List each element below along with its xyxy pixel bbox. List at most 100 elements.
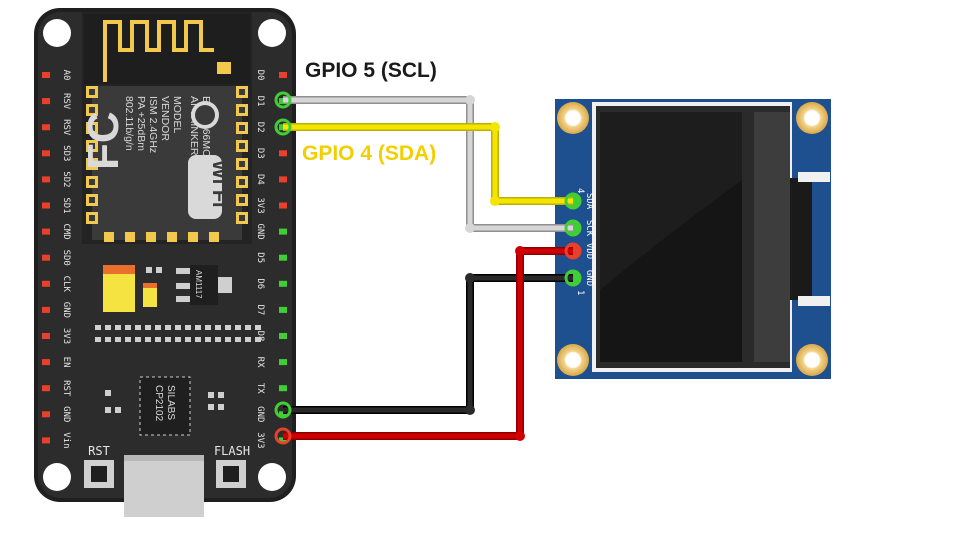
right-pin-label: TX — [255, 383, 265, 394]
fcc-logo: FC — [79, 111, 128, 170]
right-pin-label: D4 — [255, 174, 265, 185]
svg-text:AM1117: AM1117 — [194, 270, 203, 299]
module-pad — [146, 232, 156, 242]
rst-label: RST — [88, 444, 110, 458]
left-pin-rsv — [42, 124, 50, 131]
flash-label: FLASH — [214, 444, 250, 458]
left-pin-label: 3V3 — [61, 328, 71, 344]
rst-button[interactable]: RST — [84, 444, 114, 488]
mounting-hole — [557, 102, 589, 134]
pin-connection — [274, 427, 292, 445]
wifi-logo: Wi Fi — [188, 155, 230, 219]
left-pin-label: GND — [61, 406, 71, 422]
left-pin-label: CMD — [61, 223, 71, 239]
left-pin-cmd — [42, 228, 50, 235]
right-pin-label: D5 — [255, 252, 265, 263]
right-pin-3v3 — [279, 202, 287, 209]
right-pin-rx — [279, 359, 287, 366]
mounting-hole — [796, 344, 828, 376]
right-pin-gnd — [279, 228, 287, 235]
right-pin-label: D2 — [255, 122, 265, 133]
svg-text:SILABS: SILABS — [165, 385, 176, 420]
left-pin-label: RSV — [61, 93, 71, 110]
svg-text:CP2102: CP2102 — [153, 385, 164, 422]
module-pad — [167, 232, 177, 242]
esp8266-module: FC MODEL VENDOR ISM 2.4GHz PA +25dBm 802… — [79, 12, 252, 244]
module-text-6: 802.11b/g/n — [123, 96, 135, 151]
left-pin-label: CLK — [61, 276, 71, 293]
pin-connection — [274, 118, 292, 136]
pin-connection — [564, 242, 582, 260]
left-pin-label: RST — [61, 380, 71, 397]
left-pin-en — [42, 359, 50, 366]
oled-pin4-mark: 4 — [575, 188, 585, 193]
right-pin-d4 — [279, 176, 287, 183]
right-pin-label: GND — [255, 223, 265, 239]
pin-connection — [274, 401, 292, 419]
left-pin-header — [42, 72, 50, 444]
mounting-hole — [258, 463, 286, 491]
left-pin-rst — [42, 385, 50, 392]
pin-connection — [564, 219, 582, 237]
right-pin-label: D7 — [255, 304, 265, 315]
mounting-hole — [796, 102, 828, 134]
right-pin-label: D1 — [255, 96, 265, 107]
oled-pin-label: SDA — [584, 193, 594, 210]
module-text-2: VENDOR — [159, 96, 171, 141]
right-pin-3v3 — [279, 437, 287, 444]
left-pin-a0 — [42, 72, 50, 78]
left-pin-label: Vin — [61, 432, 71, 448]
module-text-5: PA +25dBm — [135, 96, 147, 151]
left-pin-label: A0 — [61, 70, 71, 81]
module-text-4: ISM 2.4GHz — [147, 96, 159, 153]
right-pin-d0 — [279, 72, 287, 78]
antenna-trace — [103, 20, 214, 62]
mounting-hole — [43, 463, 71, 491]
mounting-hole — [43, 19, 71, 47]
right-pin-label: 3V3 — [255, 432, 265, 448]
oled-pin1-mark: 1 — [575, 290, 585, 295]
voltage-regulator: AM1117 — [176, 265, 232, 305]
right-pin-label: D8 — [255, 331, 265, 342]
left-pin-label: SD0 — [61, 250, 71, 266]
right-pin-d3 — [279, 150, 287, 157]
module-text-0: MODEL — [171, 96, 183, 134]
oled-pin-label: VDD — [584, 243, 594, 259]
right-pin-label: GND — [255, 406, 265, 422]
right-pin-label: D0 — [255, 70, 265, 81]
right-pin-tx — [279, 385, 287, 392]
oled-pin-label: GND — [584, 270, 594, 286]
module-pad — [104, 232, 114, 242]
right-pin-d8 — [279, 333, 287, 339]
module-pad — [209, 232, 219, 242]
right-pin-d6 — [279, 280, 287, 287]
pin-connection — [564, 269, 582, 287]
micro-usb-port — [124, 455, 204, 517]
left-pin-label: RSV — [61, 119, 71, 136]
pin-connection — [274, 91, 292, 109]
left-pin-3v3 — [42, 333, 50, 339]
module-pad — [125, 232, 135, 242]
sda-annotation: GPIO 4 (SDA) — [302, 142, 436, 165]
nodemcu-board: FC MODEL VENDOR ISM 2.4GHz PA +25dBm 802… — [34, 8, 296, 517]
right-pin-label: D3 — [255, 148, 265, 159]
gnd-wire — [283, 274, 573, 414]
usb-uart-chip: SILABS CP2102 — [139, 376, 191, 436]
left-pin-gnd — [42, 306, 50, 313]
right-pin-gnd — [279, 411, 287, 418]
left-pin-label: GND — [61, 302, 71, 318]
right-pin-label: 3V3 — [255, 197, 265, 213]
left-pin-rsv — [42, 98, 50, 105]
left-pin-gnd — [42, 411, 50, 418]
wires — [283, 95, 573, 441]
left-pin-clk — [42, 280, 50, 287]
svg-text:Wi Fi: Wi Fi — [208, 160, 230, 208]
svg-text:FC: FC — [79, 111, 128, 170]
flash-button[interactable]: FLASH — [214, 444, 250, 488]
mounting-hole — [557, 344, 589, 376]
left-pin-sd3 — [42, 150, 50, 157]
left-pin-label: SD3 — [61, 145, 71, 161]
left-pin-label: EN — [61, 357, 71, 368]
